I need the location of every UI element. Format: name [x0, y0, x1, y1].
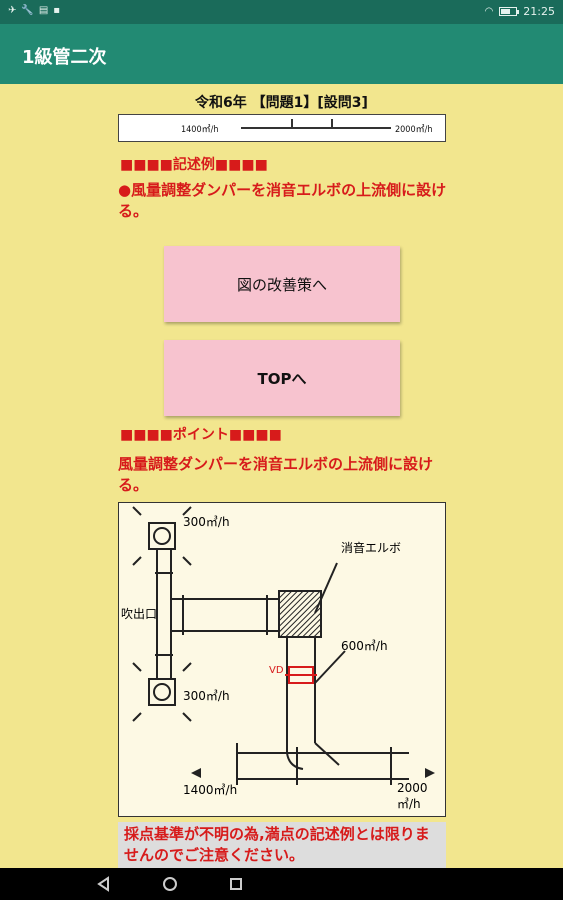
- status-left-icons: ✈ 🔧 ▤ ▪: [8, 5, 60, 17]
- top-duct-strip: 1400㎥/h 2000㎥/h: [118, 114, 446, 142]
- right-duct-label: 2000㎥/h: [397, 781, 428, 811]
- vd-label: VD: [269, 665, 284, 676]
- strip-right-label: 2000㎥/h: [395, 125, 433, 135]
- silencer-elbow: [278, 590, 322, 638]
- navigation-bar: [0, 868, 563, 900]
- strip-tick-1: [291, 119, 293, 129]
- content-scroll[interactable]: 令和6年 【問題1】[設問3] 1400㎥/h 2000㎥/h ■■■■記述例■…: [0, 84, 563, 868]
- point-header: ■■■■ポイント■■■■: [120, 427, 282, 443]
- app-bar: 1級管二次: [0, 24, 563, 84]
- status-right-icons: ◠ 21:25: [485, 5, 555, 18]
- battery-icon: [499, 7, 520, 16]
- bottom-flow-label: 300㎥/h: [183, 689, 230, 703]
- elbow-label: 消音エルボ: [341, 541, 402, 555]
- status-bar: ✈ 🔧 ▤ ▪ ◠ 21:25: [0, 0, 563, 24]
- recents-icon[interactable]: [226, 874, 246, 894]
- disclaimer-note: 採点基準が不明の為,満点の記述例とは限りませんのでご注意ください。: [118, 822, 446, 868]
- home-icon[interactable]: [160, 874, 180, 894]
- top-flow-label: 300㎥/h: [183, 515, 230, 529]
- app-icon: ▪: [53, 5, 61, 16]
- app-title: 1級管二次: [22, 47, 107, 68]
- outlet-label: 吹出口: [121, 607, 158, 621]
- improvement-button[interactable]: 図の改善策へ: [164, 246, 400, 322]
- main-flow-label: 600㎥/h: [341, 639, 388, 653]
- status-time: 21:25: [523, 5, 555, 18]
- top-diffuser: [148, 522, 176, 550]
- strip-tick-2: [331, 119, 333, 129]
- bottom-diffuser: [148, 678, 176, 706]
- strip-duct-line: [241, 127, 391, 129]
- left-duct-label: 1400㎥/h: [183, 783, 238, 797]
- sim-icon: ▤: [38, 5, 49, 16]
- duct-diagram-svg: [132, 506, 435, 785]
- point-text: 風量調整ダンパーを消音エルボの上流側に設ける。: [118, 455, 434, 494]
- example-header: ■■■■記述例■■■■: [120, 157, 268, 173]
- top-button[interactable]: TOPへ: [164, 340, 400, 416]
- wifi-icon: ◠: [484, 5, 494, 17]
- example-text: ●風量調整ダンパーを消音エルボの上流側に設ける。: [118, 181, 447, 220]
- strip-left-label: 1400㎥/h: [181, 125, 219, 135]
- signal-icon: ✈: [8, 5, 17, 16]
- wrench-icon: 🔧: [21, 5, 34, 16]
- page-heading: 令和6年 【問題1】[設問3]: [195, 95, 368, 111]
- back-icon[interactable]: [94, 874, 114, 894]
- duct-diagram: 300㎥/h 吹出口 300㎥/h 消音エルボ 600㎥/h VD 1400㎥/…: [118, 502, 446, 817]
